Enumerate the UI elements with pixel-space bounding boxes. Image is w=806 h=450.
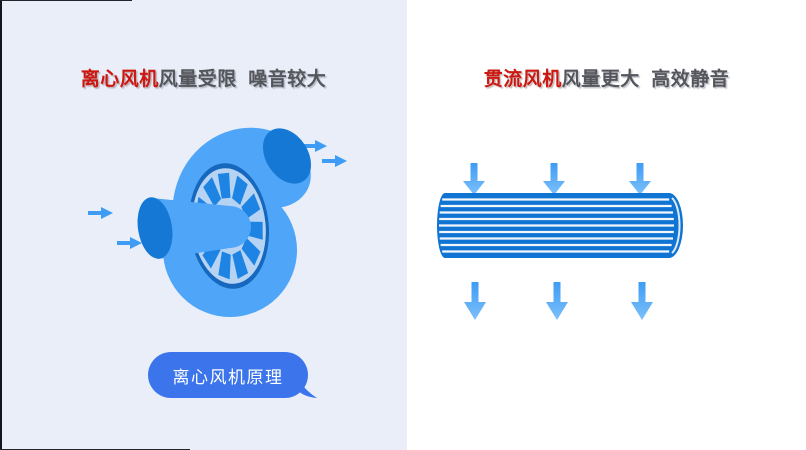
right-title-highlight: 贯流风机 [483, 69, 562, 90]
left-title-highlight: 离心风机 [80, 69, 159, 90]
right-panel-crossflow: 贯流风机风量更大 高效静音 [407, 0, 806, 450]
left-panel-centrifugal: 离心风机风量受限 噪音较大 [0, 0, 407, 450]
left-title-rest: 风量受限 噪音较大 [158, 69, 327, 90]
crossflow-cylinder [437, 193, 683, 258]
centrifugal-principle-label: 离心风机原理 [172, 367, 284, 387]
right-panel-title: 贯流风机风量更大 高效静音 [407, 68, 806, 92]
inlet-duct [137, 197, 251, 259]
capture-edge-line-top [0, 0, 132, 1]
outlet-duct-cap [262, 128, 312, 184]
exhaust-arrow-down-icons [464, 282, 653, 320]
right-title-rest: 风量更大 高效静音 [561, 69, 730, 90]
centrifugal-fan-illustration [88, 127, 347, 317]
centrifugal-principle-button[interactable]: 离心风机原理 [148, 352, 317, 398]
capture-edge-strip [0, 0, 2, 450]
crossflow-fan-illustration [437, 163, 683, 320]
bubble-tail [293, 375, 317, 398]
inflow-arrow-right-icons [88, 207, 142, 249]
intake-arrow-down-icons [463, 163, 651, 195]
outflow-arrow-right-icons [302, 140, 347, 167]
left-panel-title: 离心风机风量受限 噪音较大 [0, 68, 407, 92]
